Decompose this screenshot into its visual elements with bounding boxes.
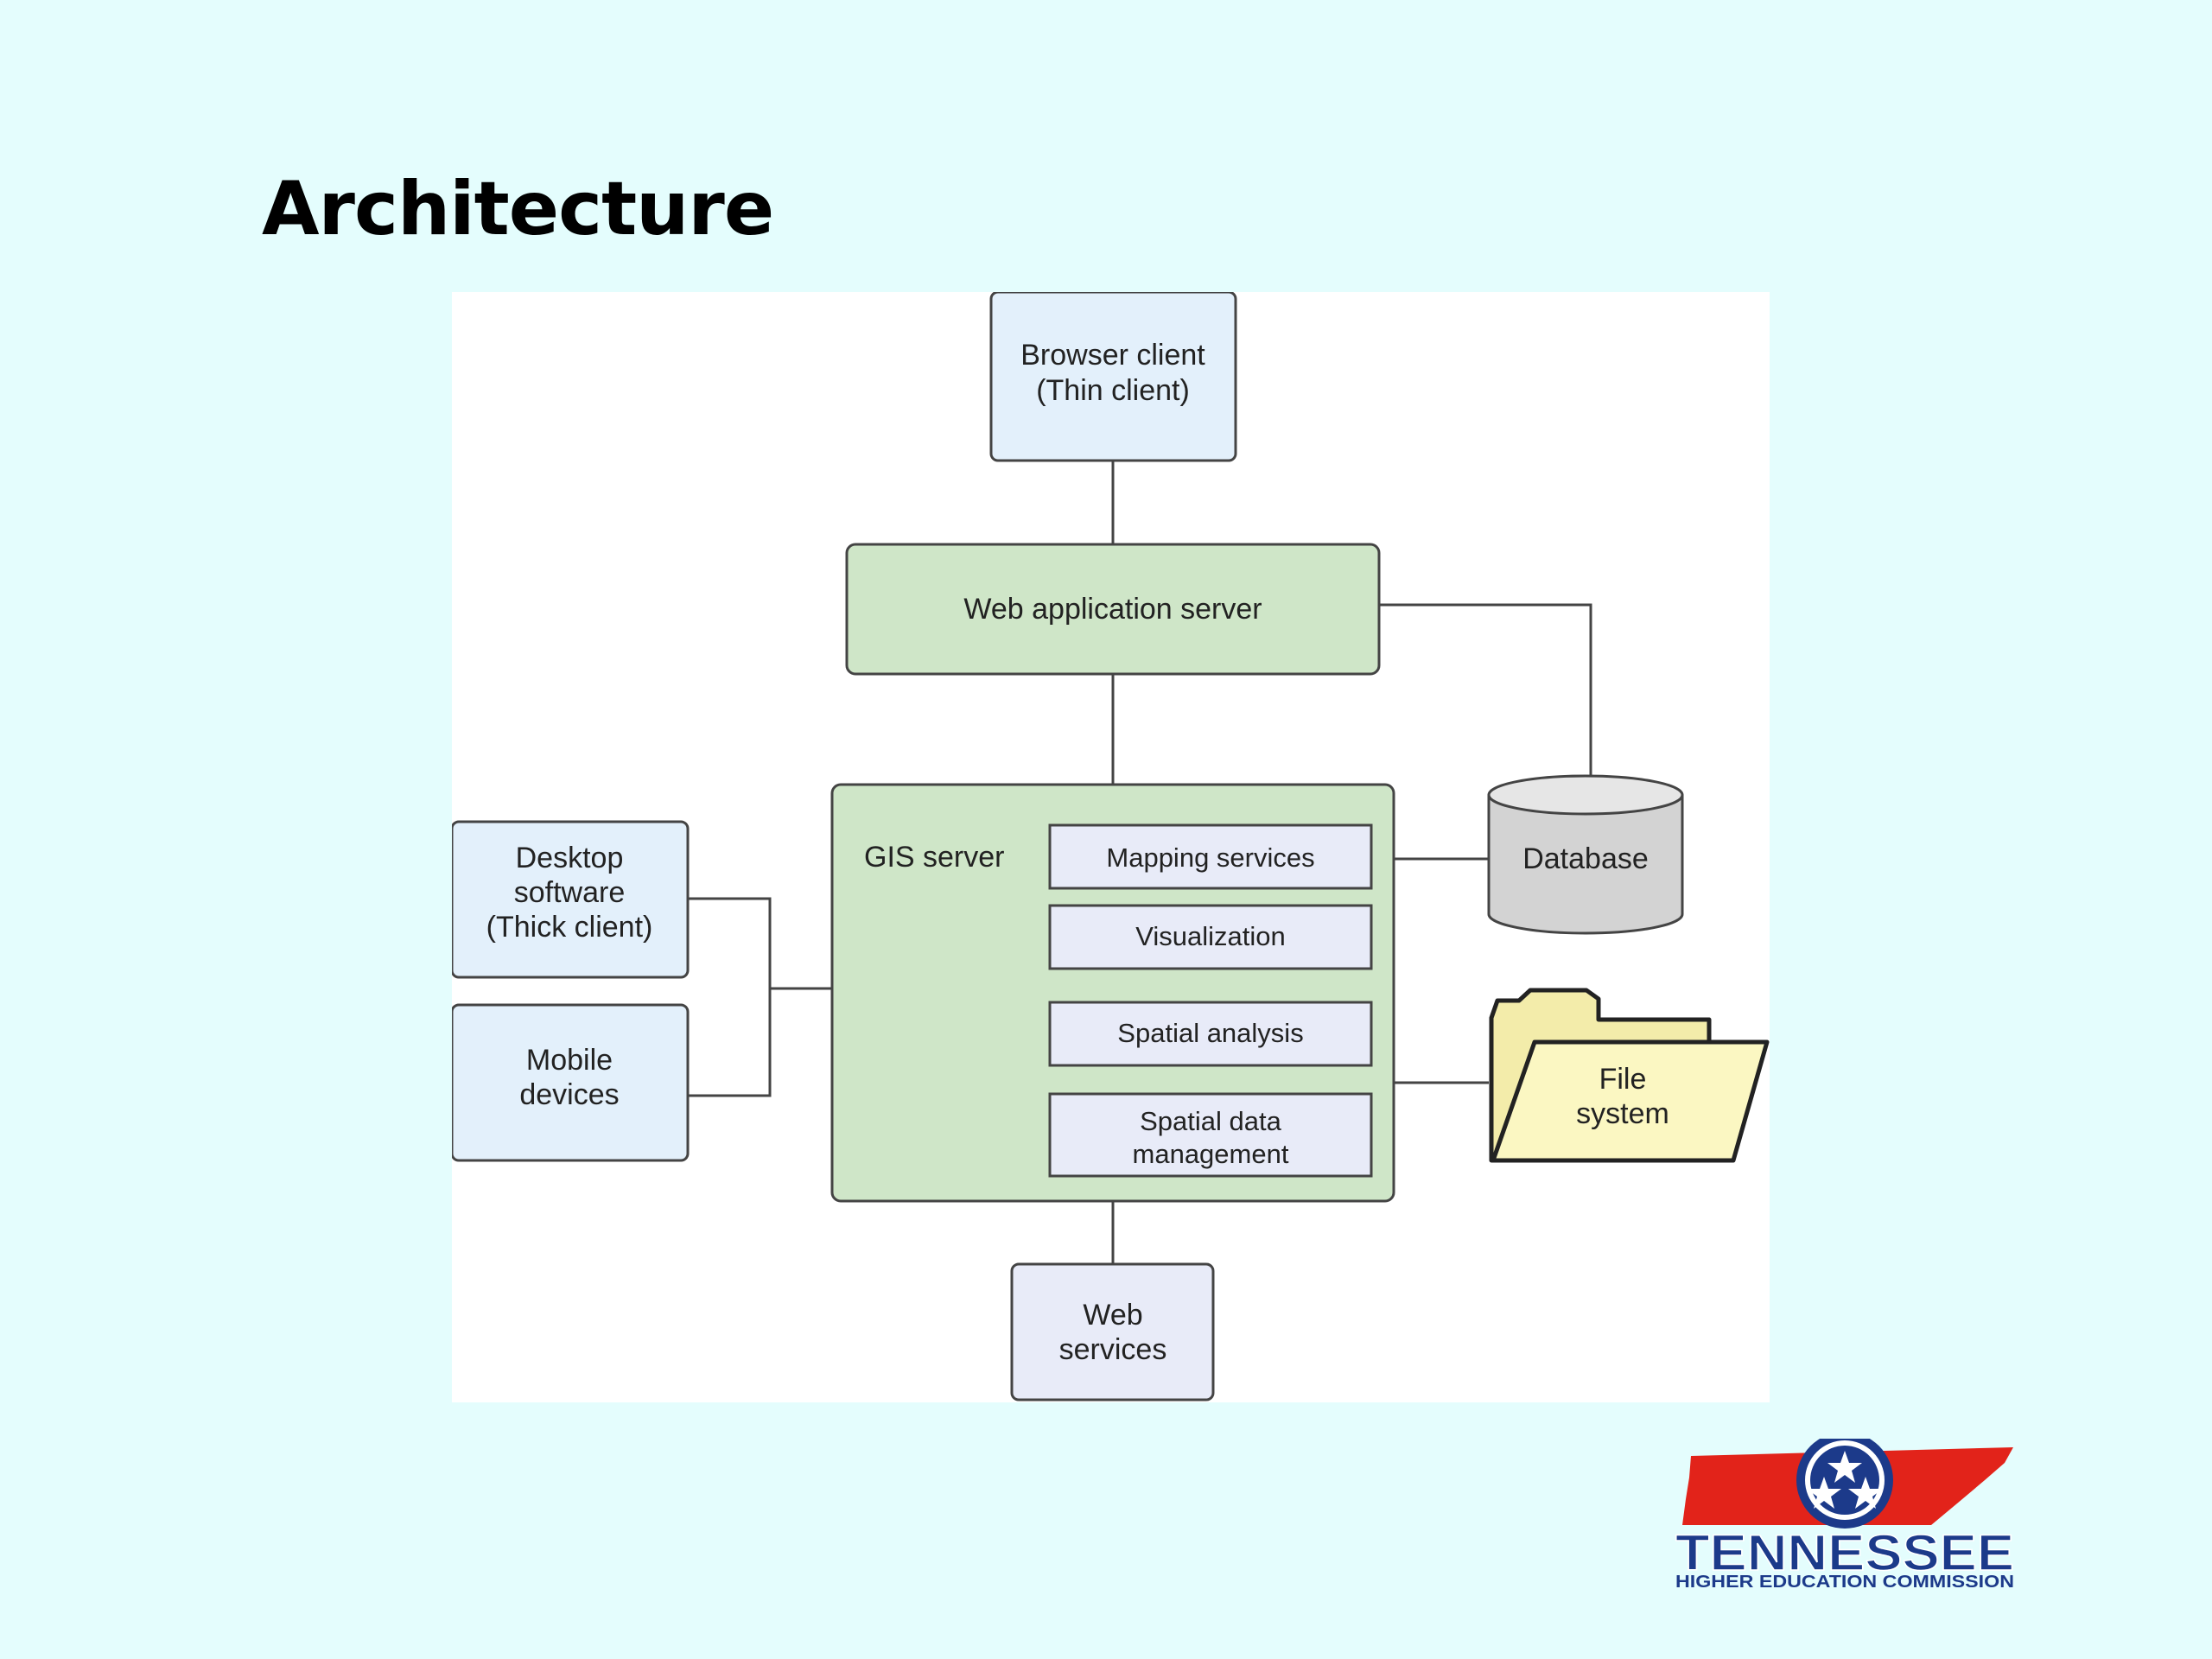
spatial-analysis-label: Spatial analysis — [1117, 1018, 1303, 1048]
desktop-software-label-3: (Thick client) — [486, 911, 653, 944]
mobile-devices-label-1: Mobile — [526, 1044, 613, 1077]
spatial-data-management-box — [1048, 1092, 1373, 1178]
mapping-services-label: Mapping services — [1106, 842, 1314, 873]
slide-title: Architecture — [262, 166, 774, 252]
gis-server-box: GIS server Mapping services Visualizatio… — [830, 783, 1395, 1203]
spatial-data-management-label-1: Spatial data — [1140, 1106, 1281, 1136]
database-cylinder: Database — [1487, 774, 1684, 935]
web-application-server-box: Web application server — [845, 543, 1381, 676]
database-label: Database — [1522, 842, 1649, 875]
web-services-label-1: Web — [1083, 1299, 1142, 1332]
web-services-box: Web services — [1010, 1262, 1215, 1402]
visualization-box — [1048, 904, 1373, 970]
mobile-devices-label-2: devices — [519, 1078, 619, 1111]
file-system-folder-icon: File system — [1489, 988, 1770, 1163]
spatial-data-management-label-2: management — [1133, 1139, 1289, 1169]
desktop-software-box: Desktop software (Thick client) — [452, 820, 690, 979]
spatial-analysis-box — [1048, 1001, 1373, 1067]
file-system-label-2: system — [1576, 1097, 1669, 1130]
tri-star-emblem — [1796, 1439, 1893, 1529]
web-application-server-label: Web application server — [963, 593, 1262, 626]
connector-webapp-database — [1379, 603, 1592, 780]
gis-server-label: GIS server — [864, 841, 1004, 874]
visualization-label: Visualization — [1135, 921, 1285, 951]
desktop-software-label-1: Desktop — [516, 842, 624, 874]
logo-name: TENNESSEE — [1675, 1525, 2014, 1581]
browser-client-box: Browser client (Thin client) — [989, 292, 1237, 462]
mobile-devices-box: Mobile devices — [452, 1003, 690, 1162]
browser-client-label-2: (Thin client) — [1036, 374, 1190, 407]
desktop-software-label-2: software — [514, 876, 626, 909]
file-system-label-1: File — [1599, 1063, 1647, 1096]
logo-subtitle: HIGHER EDUCATION COMMISSION — [1675, 1573, 2014, 1590]
tennessee-higher-education-commission-logo: TENNESSEE HIGHER EDUCATION COMMISSION — [1675, 1439, 2015, 1590]
architecture-diagram: Browser client (Thin client) Web applica… — [452, 292, 1770, 1402]
browser-client-label-1: Browser client — [1020, 339, 1205, 372]
connector-desktop — [688, 897, 772, 1097]
mapping-services-box — [1048, 823, 1373, 890]
web-services-label-2: services — [1059, 1333, 1167, 1366]
